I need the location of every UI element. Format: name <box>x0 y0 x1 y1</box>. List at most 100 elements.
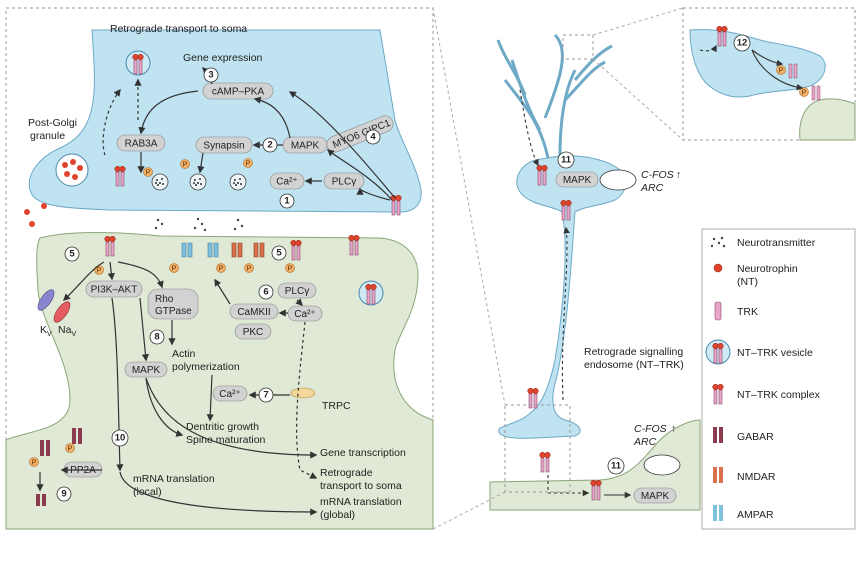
zoom-line <box>432 7 506 406</box>
step-1: 1 <box>279 193 295 209</box>
svg-text:GABAR: GABAR <box>737 431 774 443</box>
svg-text:3: 3 <box>208 70 213 81</box>
polymerization-label: polymerization <box>172 361 240 373</box>
neuron-body <box>498 155 626 439</box>
receptor-row <box>181 242 265 258</box>
svg-text:PKC: PKC <box>243 327 264 338</box>
svg-text:4: 4 <box>370 132 376 143</box>
kv-label: KV <box>40 324 52 338</box>
neurotrophin <box>24 209 30 215</box>
phospho-p-label: P <box>146 170 151 177</box>
post-golgi-label: Post-Golgi <box>28 117 77 129</box>
phospho-p-label: P <box>802 90 807 97</box>
legend-item-nt-trk-vesicle: NT–TRK vesicle <box>706 340 813 364</box>
inset-arrows <box>699 44 804 91</box>
svg-text:MAPK: MAPK <box>132 365 161 376</box>
presynaptic-terminal <box>28 29 422 213</box>
step-12: 12 <box>733 34 751 52</box>
plcg-pre-box: PLCγ <box>323 172 365 190</box>
synaptic-vesicle <box>151 173 169 191</box>
zoom-box-synapse <box>504 404 571 493</box>
presynaptic-arrows <box>102 66 396 201</box>
cfos-soma-label: C-FOS <box>641 169 674 181</box>
mrna-local-label-1: mRNA translation <box>133 473 215 485</box>
svg-text:8: 8 <box>154 332 159 343</box>
svg-text:MAPK: MAPK <box>563 175 592 186</box>
step-2: 2 <box>262 137 278 153</box>
pi3k-akt-box: PI3K–AKT <box>85 280 143 298</box>
lower-dendrite <box>489 419 701 511</box>
svg-text:10: 10 <box>115 433 126 444</box>
nmdar-icon <box>713 467 723 483</box>
dendritic-growth-label: Dentritic growth <box>186 421 259 433</box>
synaptic-vesicle <box>189 173 207 191</box>
svg-text:Neurotransmitter: Neurotransmitter <box>737 237 816 249</box>
legend-frame <box>701 228 856 530</box>
zoom-line <box>592 7 684 36</box>
retro-soma-label-2: transport to soma <box>320 480 402 492</box>
svg-text:NT–TRK complex: NT–TRK complex <box>737 389 821 401</box>
legend: Neurotransmitter Neurotrophin (NT) TRK N… <box>701 228 856 530</box>
plcg-post-box: PLCγ <box>277 282 317 299</box>
gene-expression-label: Gene expression <box>183 52 263 64</box>
svg-text:PLCγ: PLCγ <box>285 286 309 297</box>
svg-text:11: 11 <box>611 461 622 472</box>
gabar <box>72 428 82 444</box>
gabar <box>36 494 46 506</box>
post-golgi-granule <box>55 153 89 187</box>
trpc-channel <box>290 387 316 399</box>
ampar-icon <box>713 505 723 521</box>
retro-endosome-label-1: Retrograde signalling <box>584 346 683 358</box>
nav-label: NaV <box>58 324 76 338</box>
svg-text:MAPK: MAPK <box>291 141 320 152</box>
svg-text:RAB3A: RAB3A <box>125 139 158 150</box>
mrna-local-label-2: (local) <box>133 486 162 498</box>
svg-text:MAPK: MAPK <box>641 491 670 502</box>
svg-text:CaMKII: CaMKII <box>237 307 270 318</box>
zoom-line <box>592 58 684 141</box>
retrograde-title: Retrograde transport to soma <box>110 23 247 35</box>
inset-panel: P P <box>682 7 856 141</box>
step-9: 9 <box>56 486 72 502</box>
inset-dendrite <box>689 29 826 98</box>
svg-text:GTPase: GTPase <box>155 306 192 317</box>
svg-text:Rho: Rho <box>155 294 174 305</box>
neurotrophin <box>41 203 47 209</box>
svg-text:Ca²⁺: Ca²⁺ <box>219 389 240 400</box>
svg-text:11: 11 <box>561 155 572 166</box>
synapsin-box: Synapsin <box>195 136 253 154</box>
svg-text:Ca²⁺: Ca²⁺ <box>294 309 315 320</box>
synaptic-vesicle <box>229 173 247 191</box>
cfos-low-up-arrow: ↑ <box>671 423 676 435</box>
svg-text:(NT): (NT) <box>737 276 758 288</box>
svg-text:PLCγ: PLCγ <box>332 177 356 188</box>
step-3: 3 <box>203 67 219 83</box>
step-11a: 11 <box>557 151 575 169</box>
kv-channel <box>37 289 55 311</box>
svg-text:Ca²⁺: Ca²⁺ <box>276 177 297 188</box>
actin-label: Actin <box>172 348 196 360</box>
camp-pka-box: cAMP–PKA <box>202 82 274 100</box>
arc-low-label: ARC <box>633 436 657 448</box>
phospho-p-label: P <box>68 446 73 453</box>
svg-text:7: 7 <box>263 390 268 401</box>
step-11b: 11 <box>607 457 625 475</box>
phospho-p-label: P <box>247 266 252 273</box>
nucleus-icon <box>599 169 637 191</box>
svg-text:1: 1 <box>284 196 290 207</box>
cfos-soma-up-arrow: ↑ <box>676 169 681 181</box>
step-4: 4 <box>365 129 381 145</box>
retro-soma-label-1: Retrograde <box>320 467 373 479</box>
mrna-global-label-2: (global) <box>320 509 355 521</box>
trk-receptor <box>788 63 798 79</box>
step-6: 6 <box>258 284 274 300</box>
gene-transcription-label: Gene transcription <box>320 447 406 459</box>
svg-text:Neurotrophin: Neurotrophin <box>737 263 798 275</box>
svg-text:9: 9 <box>61 489 66 500</box>
mapk-low-box: MAPK <box>633 487 677 504</box>
mapk-post-box: MAPK <box>124 361 168 378</box>
step-7: 7 <box>258 387 274 403</box>
svg-text:5: 5 <box>276 248 282 259</box>
lower-arrows <box>547 475 632 499</box>
legend-item-nmdar: NMDAR <box>713 467 776 483</box>
